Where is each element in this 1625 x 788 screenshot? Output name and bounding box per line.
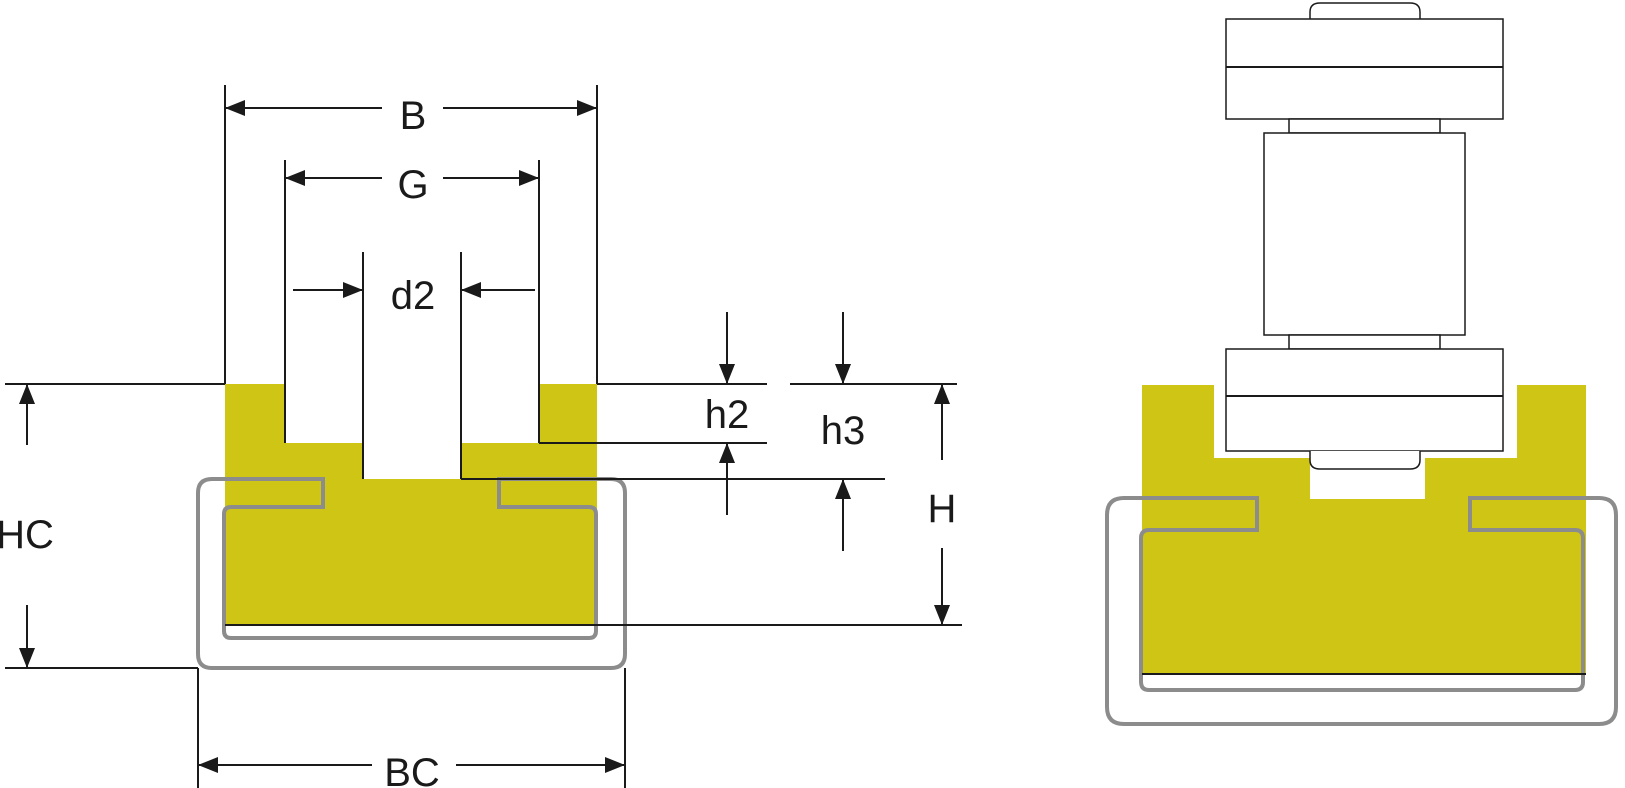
dim-label-HC: HC <box>0 513 54 557</box>
guide-profile-left <box>225 384 597 625</box>
dim-label-H: H <box>928 487 957 531</box>
left-section-view: B G d2 h2 h3 H HC BC <box>0 85 962 788</box>
dim-label-h3: h3 <box>821 409 866 453</box>
dim-label-G: G <box>397 163 428 207</box>
dim-label-BC: BC <box>384 751 440 788</box>
chain-outline-left-outer <box>196 477 627 670</box>
dim-label-B: B <box>400 94 427 138</box>
dim-label-h2: h2 <box>705 393 750 437</box>
dim-label-d2: d2 <box>391 274 436 318</box>
chain-roller <box>1225 2 1504 470</box>
guide-profile-right <box>1142 385 1586 674</box>
chain-outline-right-outer <box>1105 496 1618 726</box>
right-assembly-view <box>1105 2 1618 726</box>
